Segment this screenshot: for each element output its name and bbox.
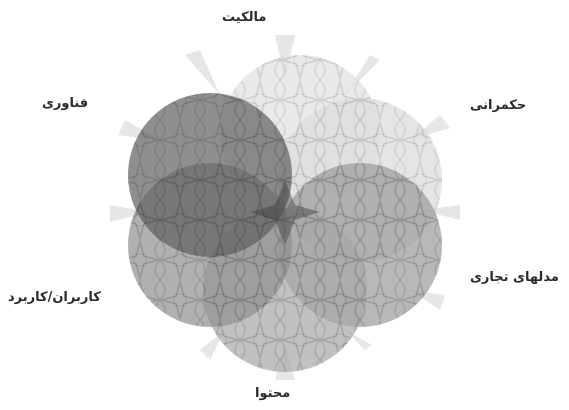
label-technology: فناوری: [42, 96, 88, 111]
circle-technology: [128, 93, 292, 257]
label-ownership: مالکیت: [222, 10, 266, 25]
label-business-models: مدلهای تجاری: [470, 270, 559, 285]
label-governance: حکمرانی: [470, 98, 526, 113]
label-content: محتوا: [255, 386, 290, 401]
label-users: کاربران/کاربرد: [8, 290, 101, 305]
